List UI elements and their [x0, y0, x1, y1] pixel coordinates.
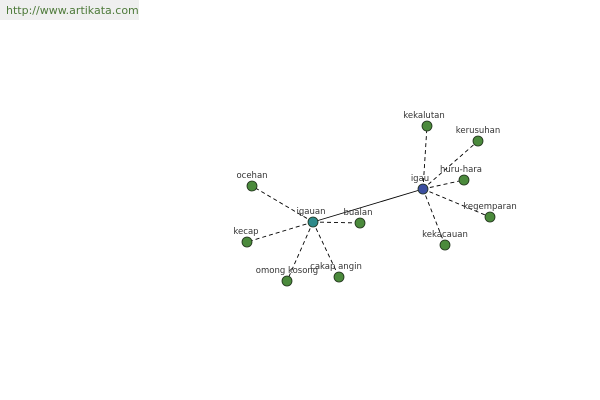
node-igauan[interactable]: igauan	[297, 207, 326, 228]
node-label-kekalutan: kekalutan	[403, 111, 445, 121]
node-label-bualan: bualan	[344, 208, 373, 218]
node-omong-kosong[interactable]: omong kosong	[256, 266, 318, 287]
node-kekalutan[interactable]: kekalutan	[403, 111, 445, 132]
site-url-link[interactable]: http://www.artikata.com	[6, 4, 139, 17]
edge-igauan-ocehan	[251, 185, 314, 223]
edge-igauan-kecap	[246, 221, 314, 243]
node-marker-ocehan[interactable]	[246, 180, 258, 192]
edge-igau-igauan	[312, 188, 424, 223]
node-label-huru-hara: huru-hara	[440, 165, 482, 175]
node-label-igauan: igauan	[297, 207, 326, 217]
node-marker-kekalutan[interactable]	[421, 120, 433, 132]
node-marker-kecap[interactable]	[241, 236, 253, 248]
node-marker-kerusuhan[interactable]	[472, 135, 484, 147]
node-label-kekacauan: kekacauan	[422, 230, 468, 240]
node-ocehan[interactable]: ocehan	[236, 171, 268, 192]
node-kekacauan[interactable]: kekacauan	[422, 230, 468, 251]
node-cakap-angin[interactable]: cakap angin	[310, 262, 362, 283]
node-igau[interactable]: igau	[411, 174, 429, 195]
edges-layer	[246, 125, 491, 282]
node-label-kegemparan: kegemparan	[463, 202, 516, 212]
node-marker-kekacauan[interactable]	[439, 239, 451, 251]
node-label-kecap: kecap	[233, 227, 258, 237]
node-marker-huru-hara[interactable]	[458, 174, 470, 186]
node-label-omong-kosong: omong kosong	[256, 266, 318, 276]
node-kerusuhan[interactable]: kerusuhan	[456, 126, 501, 147]
node-marker-igau[interactable]	[417, 183, 429, 195]
edge-igauan-bualan	[312, 221, 361, 224]
edge-igau-kekalutan	[422, 125, 428, 190]
edge-igauan-omong-kosong	[286, 221, 314, 282]
node-marker-cakap-angin[interactable]	[333, 271, 345, 283]
edge-igau-kegemparan	[422, 188, 491, 218]
node-marker-kegemparan[interactable]	[484, 211, 496, 223]
node-label-igau: igau	[411, 174, 429, 184]
node-label-cakap-angin: cakap angin	[310, 262, 362, 272]
nodes-layer: igau igauan kekalutan kerusuhan huru-hara keg…	[233, 111, 517, 287]
node-huru-hara[interactable]: huru-hara	[440, 165, 482, 186]
node-kegemparan[interactable]: kegemparan	[463, 202, 517, 223]
node-label-ocehan: ocehan	[236, 171, 267, 181]
edge-igau-kerusuhan	[422, 140, 479, 190]
edge-igauan-cakap-angin	[312, 221, 340, 278]
edge-igau-kekacauan	[422, 188, 446, 246]
node-marker-bualan[interactable]	[354, 217, 366, 229]
node-bualan[interactable]: bualan	[344, 208, 373, 229]
node-marker-igauan[interactable]	[307, 216, 319, 228]
node-marker-omong-kosong[interactable]	[281, 275, 293, 287]
url-banner: http://www.artikata.com	[0, 0, 139, 20]
node-label-kerusuhan: kerusuhan	[456, 126, 501, 136]
node-kecap[interactable]: kecap	[233, 227, 259, 248]
